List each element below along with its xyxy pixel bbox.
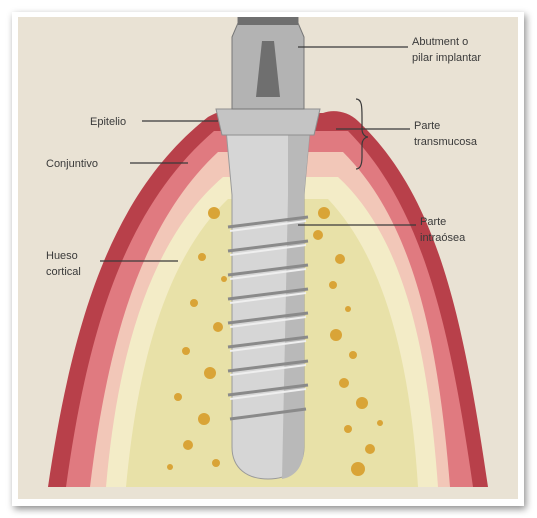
label-abutment-line1: Abutment o	[412, 36, 468, 48]
label-conjuntivo: Conjuntivo	[46, 158, 98, 170]
abutment-cap	[238, 17, 298, 25]
implant-illustration: Abutment o pilar implantar Epitelio Conj…	[18, 17, 518, 499]
label-intraosea-line1: Parte	[420, 216, 446, 228]
figure-frame: Abutment o pilar implantar Epitelio Conj…	[12, 12, 524, 506]
label-transmucosa-line1: Parte	[414, 120, 440, 132]
label-hueso-line1: Hueso	[46, 250, 78, 262]
label-epitelio: Epitelio	[90, 116, 126, 128]
label-intraosea-line2: intraósea	[420, 232, 466, 244]
label-transmucosa-line2: transmucosa	[414, 136, 478, 148]
label-abutment-line2: pilar implantar	[412, 52, 481, 64]
implant-diagram: Abutment o pilar implantar Epitelio Conj…	[18, 17, 518, 499]
implant-collar	[216, 109, 320, 135]
label-hueso-line2: cortical	[46, 266, 81, 278]
